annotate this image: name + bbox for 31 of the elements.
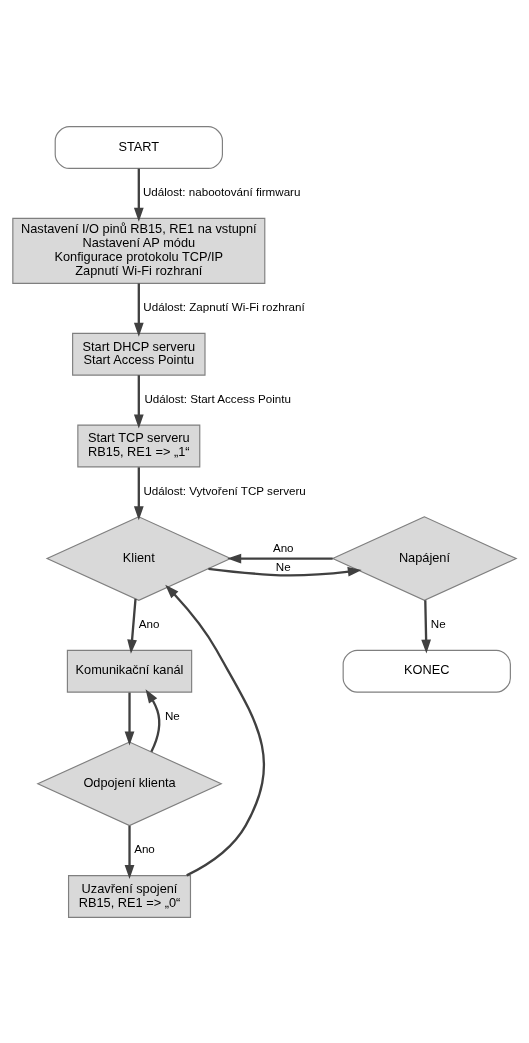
arrow (127, 598, 137, 654)
arrow (421, 599, 431, 654)
node-box: KONEC (342, 649, 511, 693)
node-diamond: Odpojení klienta (36, 740, 223, 826)
edge-label: Ne (430, 616, 446, 630)
arrow (208, 566, 362, 577)
arrow (133, 168, 144, 222)
arrow (165, 584, 266, 876)
arrow (124, 825, 135, 879)
edge-label: Událost: Vytvoření TCP serveru (143, 483, 306, 497)
node-diamond: Napájení (331, 515, 518, 601)
edge-label: Událost: Zapnutí Wi-Fi rozhraní (143, 299, 305, 313)
arrow (124, 692, 135, 746)
edge-label: Událost: nabootování firmwaru (142, 184, 301, 198)
node-box: START (54, 125, 223, 169)
node-box: Start DHCP serveru Start Access Pointu (72, 332, 206, 376)
edge-label: Ano (138, 616, 160, 630)
arrow (145, 688, 161, 752)
node-box: Start TCP serveru RB15, RE1 => „1“ (77, 423, 201, 467)
arrow (227, 553, 333, 563)
arrow (133, 282, 144, 337)
edge-label: Ne (275, 559, 291, 573)
edge-label: Ano (272, 540, 294, 554)
edge-label: Ano (134, 841, 155, 855)
edge-label: Ne (164, 708, 180, 722)
arrow (133, 466, 144, 520)
arrow (133, 374, 144, 428)
node-box: Komunikační kanál (66, 649, 193, 693)
edge-label: Událost: Start Access Pointu (144, 391, 291, 405)
node-box: Nastavení I/O pinů RB15, RE1 na vstupní Nastavení AP módu Konfigurace protokolu TCP/IP Zapnutí Wi-Fi rozhraní (12, 217, 266, 284)
node-box: Uzavření spojení RB15, RE1 => „0“ (68, 874, 192, 918)
